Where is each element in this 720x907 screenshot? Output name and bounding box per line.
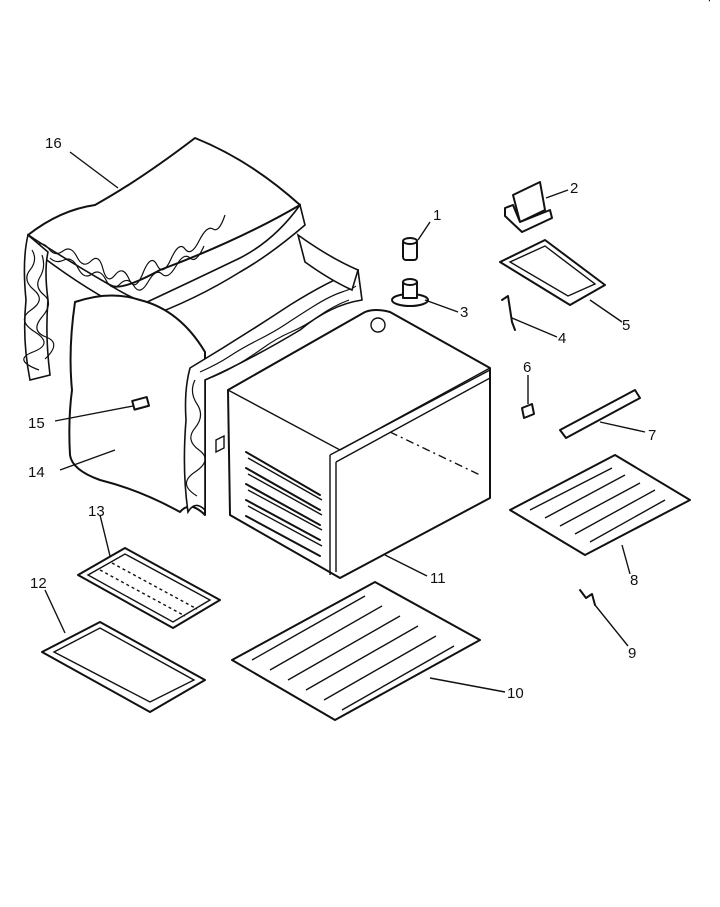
leader-lines — [44, 151, 646, 693]
callout-9: 9 — [628, 645, 636, 662]
rack-rail — [559, 389, 641, 439]
callout-16: 16 — [45, 135, 62, 152]
latch-bracket-part15 — [131, 396, 151, 411]
callout-10: 10 — [507, 685, 524, 702]
heating-element-tray — [509, 454, 691, 556]
corner-mark: ' — [708, 0, 711, 12]
callout-labels: 1 2 3 4 5 6 7 8 9 10 11 12 13 14 15 16 — [28, 135, 656, 702]
callout-5: 5 — [622, 317, 630, 334]
oven-rack — [231, 581, 481, 721]
callout-6: 6 — [523, 359, 531, 376]
broiler-grid — [77, 547, 221, 629]
callout-12: 12 — [30, 575, 47, 592]
retaining-clip — [501, 295, 516, 331]
sensor-sleeve — [402, 237, 418, 261]
control-tray — [499, 239, 606, 306]
callout-15: 15 — [28, 415, 45, 432]
callout-11: 11 — [430, 570, 446, 587]
callout-3: 3 — [460, 304, 468, 321]
callout-8: 8 — [630, 572, 638, 589]
callout-4: 4 — [558, 330, 566, 347]
grommet — [391, 278, 429, 307]
oven-cavity — [215, 309, 491, 579]
top-insulation-pad — [23, 137, 306, 381]
callout-14: 14 — [28, 464, 45, 481]
broiler-pan — [41, 621, 206, 713]
callout-1: 1 — [433, 207, 441, 224]
hook-part — [579, 589, 596, 606]
side-insulation-block — [68, 233, 363, 516]
callout-2: 2 — [570, 180, 578, 197]
callout-13: 13 — [88, 503, 105, 520]
mounting-bracket — [504, 181, 553, 233]
callout-7: 7 — [648, 427, 656, 444]
small-clip — [521, 403, 535, 419]
